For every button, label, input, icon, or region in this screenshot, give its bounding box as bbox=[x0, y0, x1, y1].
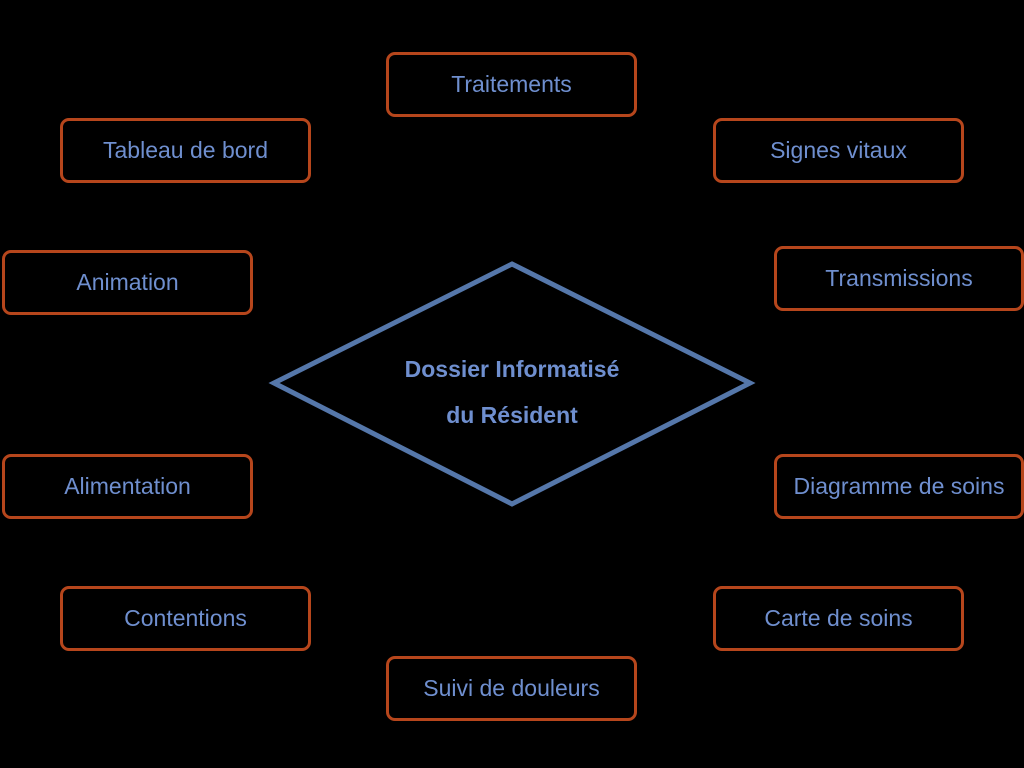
module-label: Tableau de bord bbox=[103, 137, 268, 163]
center-diamond-shape bbox=[268, 261, 756, 507]
module-suivi-de-douleurs[interactable]: Suivi de douleurs bbox=[386, 656, 637, 721]
module-alimentation[interactable]: Alimentation bbox=[2, 454, 253, 519]
module-traitements[interactable]: Traitements bbox=[386, 52, 637, 117]
center-title: Dossier Informatisé du Résident bbox=[362, 346, 662, 438]
module-signes-vitaux[interactable]: Signes vitaux bbox=[713, 118, 964, 183]
module-diagramme-de-soins[interactable]: Diagramme de soins bbox=[774, 454, 1024, 519]
module-label: Contentions bbox=[124, 605, 247, 631]
module-label: Carte de soins bbox=[764, 605, 913, 631]
module-label: Diagramme de soins bbox=[793, 473, 1005, 499]
module-label: Signes vitaux bbox=[770, 137, 907, 163]
module-tableau-de-bord[interactable]: Tableau de bord bbox=[60, 118, 311, 183]
center-title-line2: du Résident bbox=[446, 402, 578, 428]
module-carte-de-soins[interactable]: Carte de soins bbox=[713, 586, 964, 651]
module-contentions[interactable]: Contentions bbox=[60, 586, 311, 651]
module-label: Traitements bbox=[451, 71, 572, 97]
module-transmissions[interactable]: Transmissions bbox=[774, 246, 1024, 311]
module-label: Alimentation bbox=[64, 473, 191, 499]
module-label: Suivi de douleurs bbox=[423, 675, 600, 701]
module-label: Animation bbox=[76, 269, 179, 295]
module-label: Transmissions bbox=[825, 265, 973, 291]
center-title-line1: Dossier Informatisé bbox=[404, 356, 620, 382]
module-animation[interactable]: Animation bbox=[2, 250, 253, 315]
